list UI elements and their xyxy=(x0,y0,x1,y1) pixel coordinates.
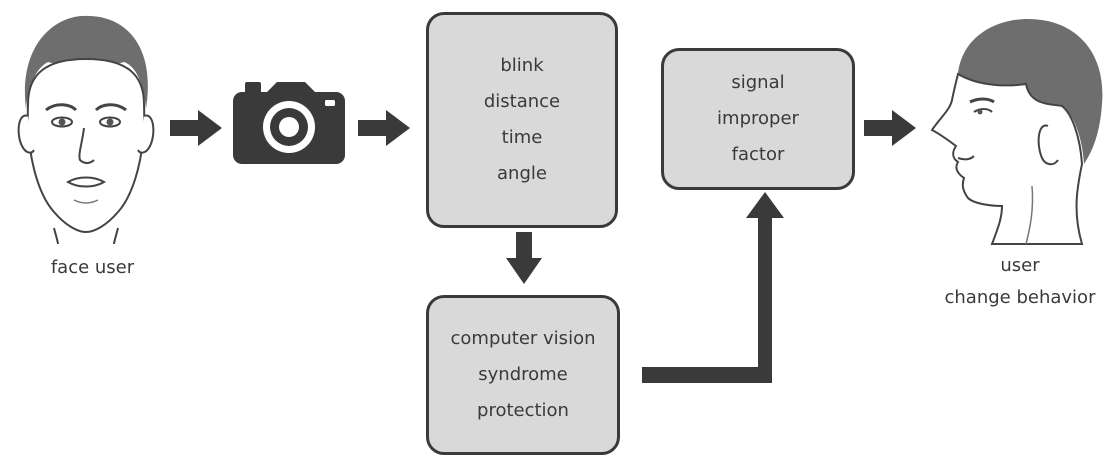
face-user-label: face user xyxy=(50,257,135,278)
signal-line-1: signal xyxy=(731,72,785,93)
signal-line-2: improper xyxy=(717,108,799,129)
cvs-protection-box: computer vision syndrome protection xyxy=(426,295,620,455)
metrics-box: blink distance time angle xyxy=(426,12,618,228)
cvs-line-2: syndrome xyxy=(478,364,568,385)
arrow-metrics-to-cvs xyxy=(504,232,544,284)
camera-icon xyxy=(233,82,345,164)
arrow-signal-to-user xyxy=(864,108,916,148)
face-profile-illustration xyxy=(922,14,1108,246)
user-caption: user change behavior xyxy=(925,250,1108,314)
metric-angle: angle xyxy=(497,163,547,184)
cvs-line-3: protection xyxy=(477,400,569,421)
metric-time: time xyxy=(501,127,543,148)
metric-blink: blink xyxy=(500,55,544,76)
user-label-line2: change behavior xyxy=(944,287,1096,308)
signal-box: signal improper factor xyxy=(661,48,855,190)
cvs-line-1: computer vision xyxy=(450,328,596,349)
arrow-cvs-to-signal xyxy=(642,192,792,392)
signal-line-3: factor xyxy=(731,144,785,165)
user-label-line1: user xyxy=(1000,255,1040,276)
metric-distance: distance xyxy=(483,91,561,112)
face-front-illustration xyxy=(6,4,166,244)
arrow-camera-to-metrics xyxy=(358,108,410,148)
face-user-caption: face user xyxy=(10,252,175,284)
arrow-face-to-camera xyxy=(170,108,222,148)
